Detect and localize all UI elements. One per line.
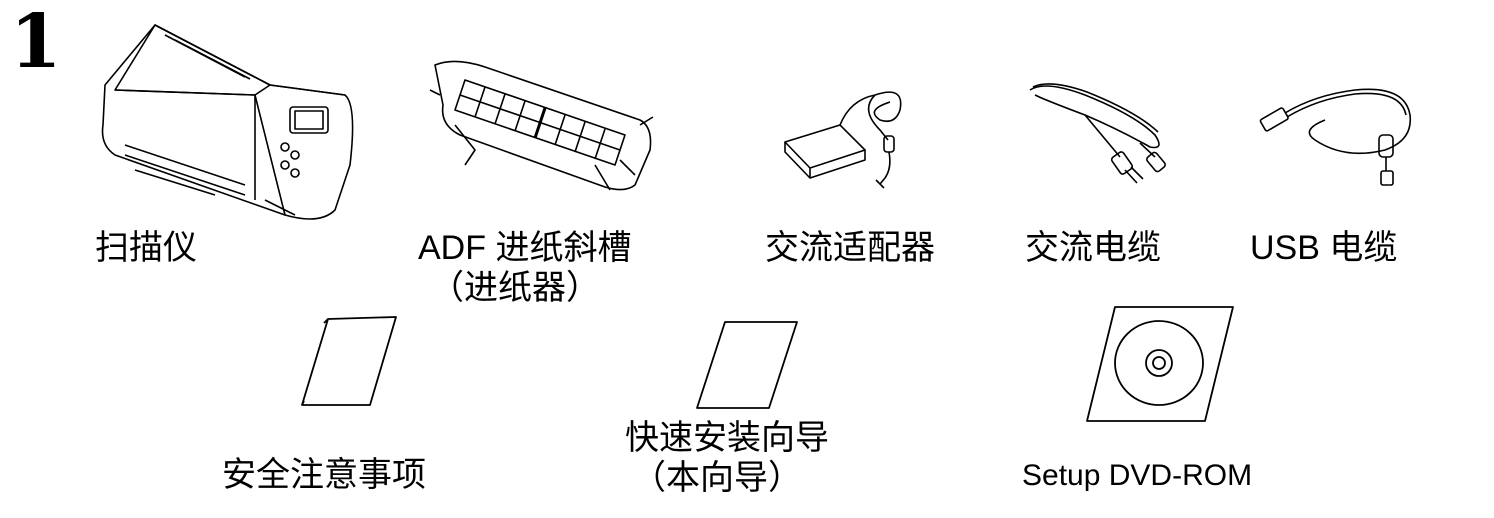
label-safety: 安全注意事项 xyxy=(222,455,426,495)
usb-cable-illustration xyxy=(1255,75,1420,190)
adf-chute-illustration xyxy=(425,55,657,195)
label-ac-cable: 交流电缆 xyxy=(1025,228,1161,268)
ac-cable-illustration xyxy=(1025,75,1170,185)
label-adf-line2: （进纸器） xyxy=(430,268,600,308)
label-dvd: Setup DVD-ROM xyxy=(1022,459,1253,492)
label-guide-line1: 快速安装向导 xyxy=(625,418,829,458)
label-scanner: 扫描仪 xyxy=(95,228,197,268)
safety-booklet-illustration xyxy=(300,315,400,407)
dvd-illustration xyxy=(1085,305,1235,423)
ac-adapter-illustration xyxy=(780,80,910,190)
label-usb-cable: USB 电缆 xyxy=(1250,229,1398,267)
label-adf-line1: ADF 进纸斜槽 xyxy=(418,229,632,267)
label-guide-line2: （本向导） xyxy=(632,458,802,498)
step-number: 1 xyxy=(10,0,62,85)
quick-guide-illustration xyxy=(695,320,800,410)
label-ac-adapter: 交流适配器 xyxy=(765,228,935,268)
scanner-illustration xyxy=(95,15,357,227)
